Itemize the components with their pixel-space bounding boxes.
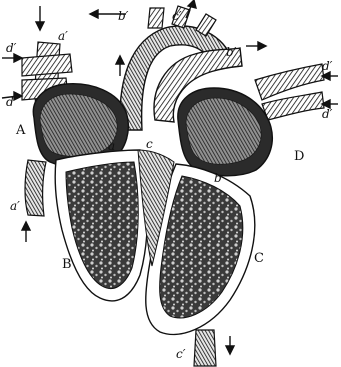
label-d-prime-right-2: d′: [322, 107, 333, 121]
label-d-prime-left-2: d′: [6, 95, 17, 109]
label-a-prime-left: a′: [10, 199, 20, 213]
right-ventricle: [55, 150, 147, 301]
label-a-prime-top: a′: [58, 29, 68, 43]
vena-cava-inferior: [25, 160, 46, 216]
pulmonary-veins-right: [255, 64, 324, 120]
left-atrium: [178, 88, 272, 176]
label-b-prime-top: b′: [118, 9, 129, 23]
label-C: C: [254, 251, 264, 266]
label-D: D: [294, 149, 304, 164]
label-A: A: [15, 123, 26, 138]
label-d-prime-left-1: d′: [6, 41, 17, 55]
label-b-prime-right: b′: [226, 45, 237, 59]
label-a-small: a: [108, 139, 115, 153]
label-c-small: c: [146, 137, 153, 151]
label-d-prime-right-1: d′: [322, 59, 333, 73]
label-c-prime-bottom: c′: [176, 347, 186, 361]
label-b-small: b: [214, 171, 222, 185]
descending-aorta: [194, 330, 216, 366]
label-c-prime-top: c′: [172, 9, 182, 23]
label-B: B: [62, 257, 72, 272]
